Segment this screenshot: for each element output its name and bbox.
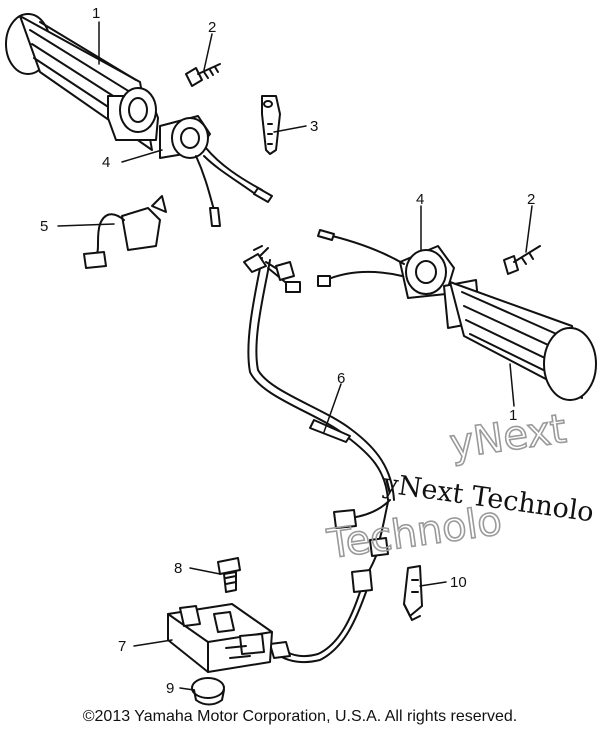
callout-8: 8 <box>174 560 182 577</box>
housing-left-part <box>159 115 273 227</box>
control-unit-part <box>167 603 273 673</box>
housing-right-part <box>317 229 455 299</box>
callout-2-top: 2 <box>208 19 216 36</box>
band-lower-part <box>403 565 423 621</box>
callout-4-right: 4 <box>416 191 424 208</box>
band-top-part <box>261 95 281 155</box>
cap-part <box>191 677 225 706</box>
callout-1-right: 1 <box>509 407 517 424</box>
grip-left-part <box>5 13 159 151</box>
callout-9: 9 <box>166 680 174 697</box>
watermark: yNext yNext Technolo Technolo <box>323 405 596 569</box>
callout-4-left: 4 <box>102 154 110 171</box>
wire-harness-part <box>243 245 395 664</box>
watermark-line-3: Technolo <box>324 498 505 568</box>
screw-top-part <box>185 63 221 87</box>
screw-right-part <box>503 245 541 275</box>
callout-3: 3 <box>310 118 318 135</box>
callout-10: 10 <box>450 574 467 591</box>
switch-part <box>83 195 167 269</box>
watermark-line-1: yNext <box>447 406 569 468</box>
callout-5: 5 <box>40 218 48 235</box>
callout-2-right: 2 <box>527 191 535 208</box>
callout-6: 6 <box>337 370 345 387</box>
callout-labels: 1 2 3 4 5 4 2 6 1 8 10 7 9 <box>40 5 535 697</box>
grip-right-part <box>443 279 597 401</box>
callout-7: 7 <box>118 638 126 655</box>
leader-lines <box>57 21 533 691</box>
copyright-notice: ©2013 Yamaha Motor Corporation, U.S.A. A… <box>82 708 518 725</box>
bolt-part <box>217 557 241 593</box>
callout-1-top: 1 <box>92 5 100 22</box>
